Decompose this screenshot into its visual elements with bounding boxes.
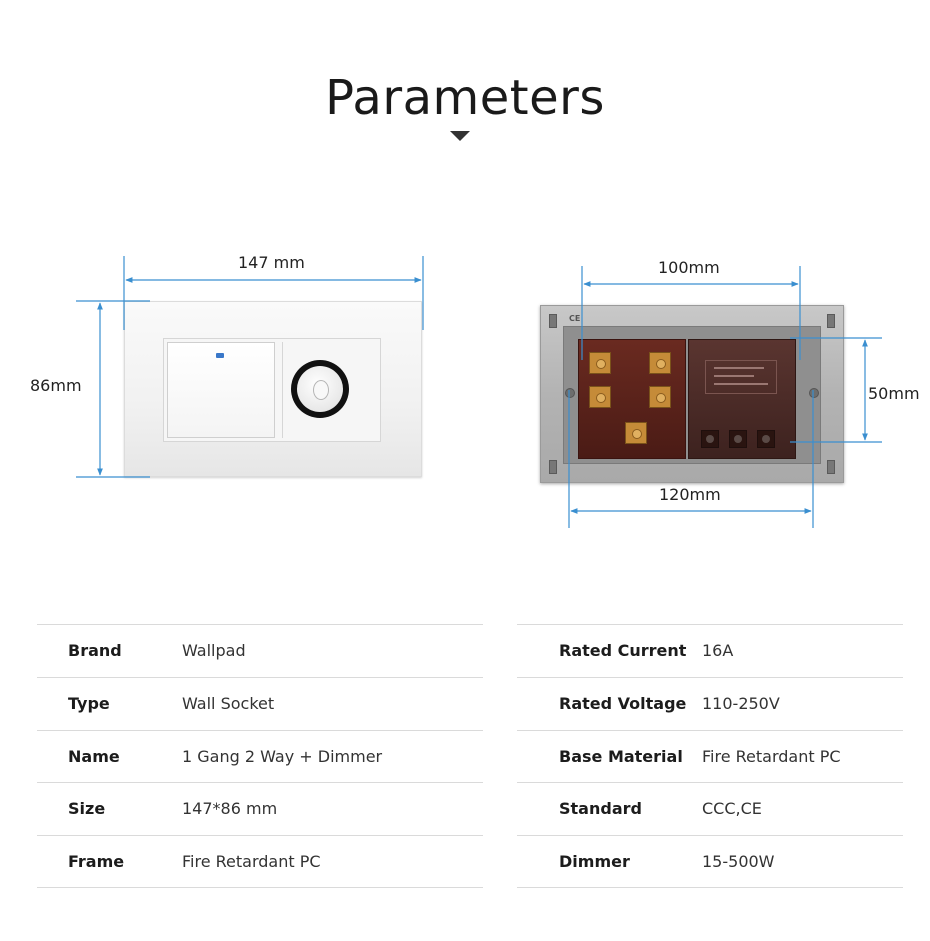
table-row: Frame Fire Retardant PC	[37, 835, 483, 888]
table-row: Name 1 Gang 2 Way + Dimmer	[37, 729, 483, 783]
terminal-icon	[757, 430, 775, 448]
spec-label: Dimmer	[559, 852, 630, 872]
page-title: Parameters	[325, 70, 605, 126]
table-row: Standard CCC,CE	[517, 782, 903, 835]
indicator-led-icon	[216, 353, 224, 358]
table-row: Base Material Fire Retardant PC	[517, 729, 903, 783]
spec-value: Wallpad	[182, 641, 246, 660]
front-width-label: 147 mm	[238, 253, 305, 272]
back-frame	[563, 326, 821, 464]
spec-value: 16A	[702, 641, 734, 660]
dimmer-module	[282, 342, 378, 438]
mounting-slot	[549, 314, 557, 328]
table-row: Size 147*86 mm	[37, 782, 483, 835]
spec-label: Name	[68, 746, 120, 766]
spec-value: 15-500W	[702, 852, 775, 872]
back-top-width-label: 100mm	[658, 258, 720, 277]
spec-label: Brand	[68, 641, 122, 660]
terminal-screw-icon	[625, 422, 647, 444]
table-row: Rated Voltage 110-250V	[517, 676, 903, 730]
mounting-slot	[549, 460, 557, 474]
terminal-screw-icon	[589, 352, 611, 374]
back-bottom-width-label: 120mm	[659, 485, 721, 504]
terminal-icon	[729, 430, 747, 448]
screw-hole-icon	[809, 388, 819, 398]
spec-label: Size	[68, 799, 106, 819]
spec-label: Rated Current	[559, 641, 687, 660]
terminal-screw-icon	[649, 352, 671, 374]
spec-value: Wall Socket	[182, 693, 275, 713]
mounting-slot	[827, 460, 835, 474]
spec-value: 147*86 mm	[182, 799, 278, 819]
spec-value: 1 Gang 2 Way + Dimmer	[182, 746, 383, 766]
mounting-slot	[827, 314, 835, 328]
spec-label: Type	[68, 693, 110, 713]
spec-label: Frame	[68, 852, 125, 872]
spec-table-left: Brand Wallpad Type Wall Socket Name 1 Ga…	[37, 624, 483, 888]
front-inner-frame	[163, 338, 381, 442]
front-panel-image	[124, 301, 422, 477]
spec-value: 110-250V	[702, 693, 780, 713]
back-height-label: 50mm	[868, 384, 920, 403]
dimmer-module-back	[688, 339, 796, 459]
table-row: Brand Wallpad	[37, 624, 483, 677]
table-row: Dimmer 15-500W	[517, 835, 903, 888]
spec-label: Standard	[559, 799, 642, 819]
spec-value: CCC,CE	[702, 799, 762, 819]
caret-down-icon	[450, 131, 470, 141]
table-row: Type Wall Socket	[37, 676, 483, 730]
dimmer-knob-center	[313, 380, 329, 400]
spec-label: Rated Voltage	[559, 693, 687, 713]
spec-value: Fire Retardant PC	[182, 852, 321, 872]
terminal-screw-icon	[589, 386, 611, 408]
screw-hole-icon	[565, 388, 575, 398]
table-row: Rated Current 16A	[517, 624, 903, 677]
spec-value: Fire Retardant PC	[702, 746, 841, 766]
spec-label: Base Material	[559, 746, 683, 766]
spec-sticker	[705, 360, 777, 394]
terminal-screw-icon	[649, 386, 671, 408]
front-height-label: 86mm	[30, 376, 82, 395]
spec-table-right: Rated Current 16A Rated Voltage 110-250V…	[517, 624, 903, 888]
rocker-switch	[167, 342, 275, 438]
socket-module-back	[578, 339, 686, 459]
back-panel-image: CE	[540, 305, 844, 483]
ce-mark: CE	[569, 314, 581, 323]
terminal-icon	[701, 430, 719, 448]
